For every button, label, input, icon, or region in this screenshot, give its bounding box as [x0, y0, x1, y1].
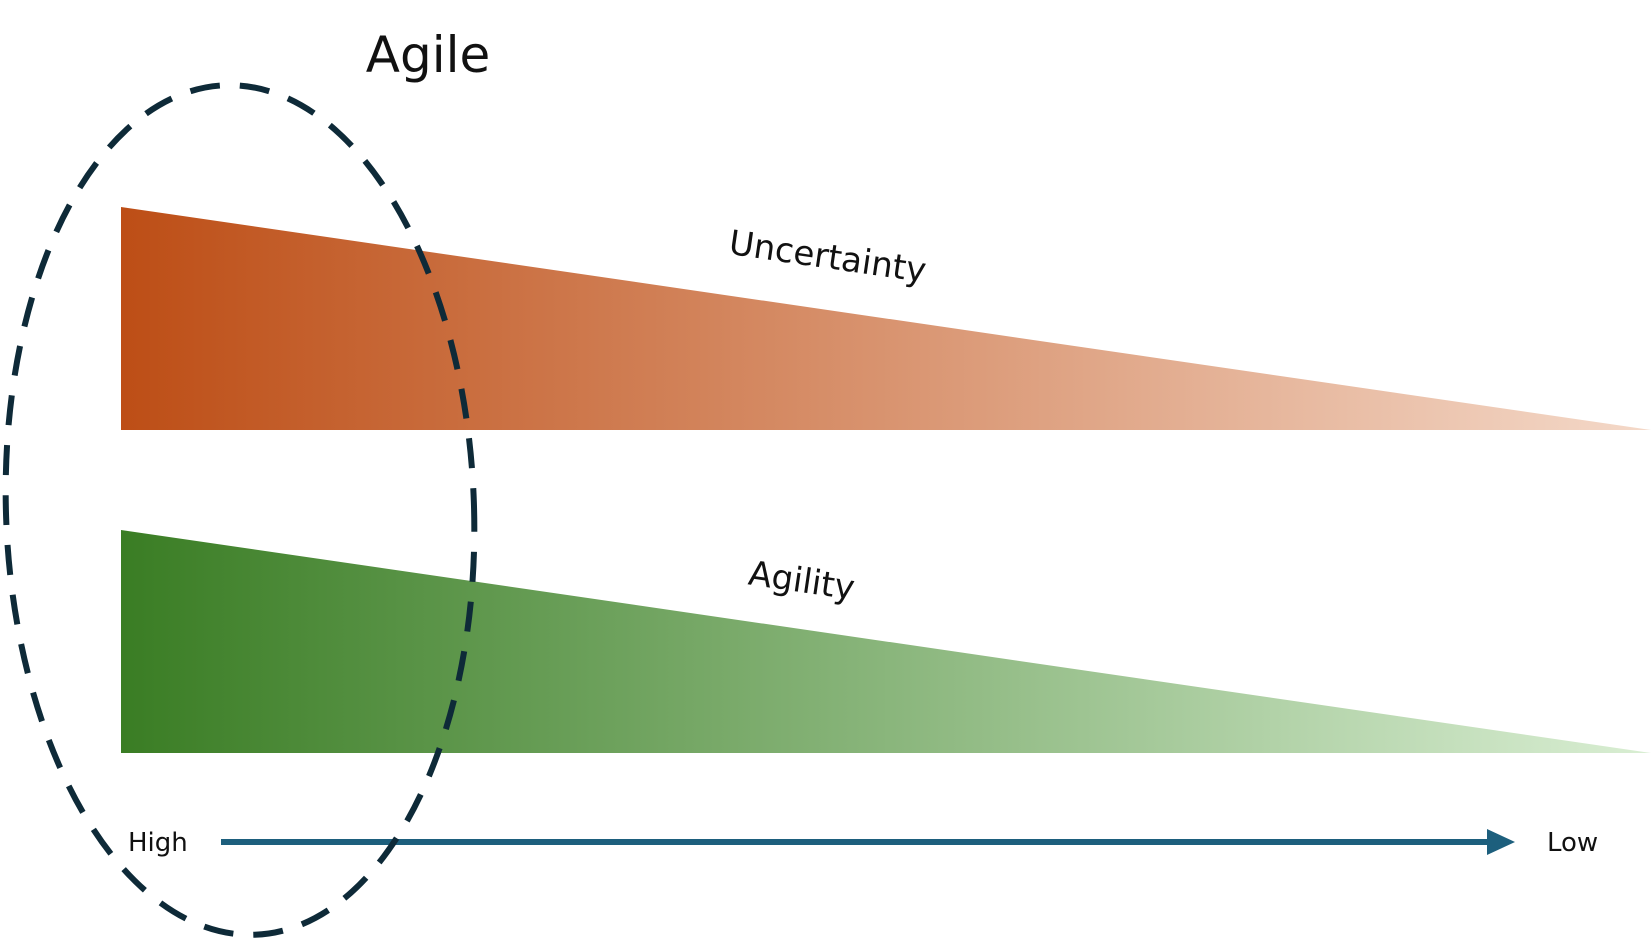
agility-wedge — [121, 530, 1651, 753]
uncertainty-wedge — [121, 207, 1651, 430]
uncertainty-label: Uncertainty — [726, 223, 928, 291]
agility-label: Agility — [746, 554, 857, 609]
agile-zone-ellipse — [2, 82, 478, 938]
arrow-head-icon — [1487, 829, 1515, 855]
diagram-title: Agile — [366, 26, 491, 84]
axis-end-label: Low — [1547, 828, 1598, 858]
axis-start-label: High — [128, 828, 188, 858]
